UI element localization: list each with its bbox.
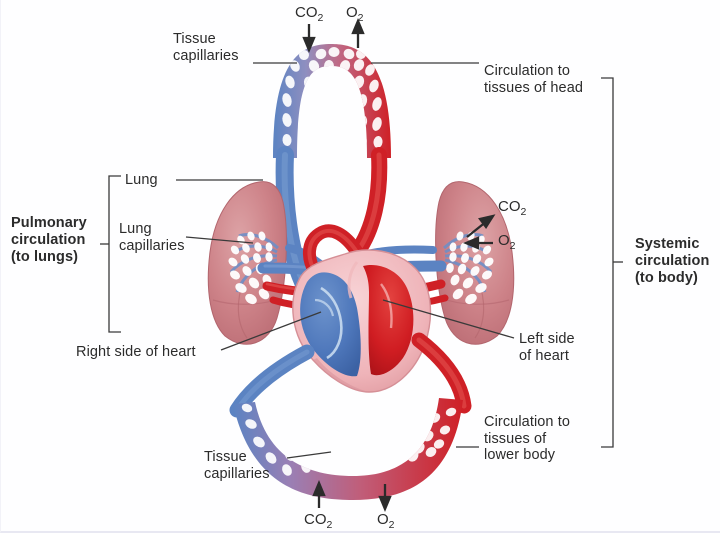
label-left-side-of-heart: Left side of heart [519, 331, 575, 364]
arrow-top-co2 [302, 24, 316, 53]
bracket-pulmonary [108, 175, 121, 333]
leader-right-side-heart [220, 311, 322, 351]
arrow-bottom-co2 [312, 480, 326, 508]
right-lung [435, 181, 515, 345]
label-top-co2: CO2 [295, 4, 324, 24]
label-systemic-circulation: Systemic circulation (to body) [635, 236, 710, 286]
aortic-arch [303, 224, 364, 279]
right-heart-chamber [300, 272, 361, 377]
label-circulation-lower-body: Circulation to tissues of lower body [484, 414, 571, 463]
bracket-systemic [601, 77, 614, 448]
arrow-top-o2 [351, 18, 365, 48]
left-heart-chamber [363, 264, 414, 376]
arrow-bottom-o2 [378, 484, 392, 512]
leader-left-side-heart [382, 299, 515, 339]
label-lung: Lung [125, 172, 158, 188]
leader-lung-capillaries [185, 236, 254, 244]
gas-exchange-arrows [302, 18, 496, 512]
label-tissue-capillaries-top: Tissue capillaries [173, 31, 239, 64]
left-lung [207, 181, 287, 345]
label-pulmonary-circulation: Pulmonary circulation (to lungs) [11, 215, 87, 265]
arrow-lung-o2 [463, 236, 493, 250]
label-bottom-o2: O2 [377, 511, 395, 531]
label-lung-capillaries: Lung capillaries [119, 221, 185, 254]
label-bottom-co2: CO2 [304, 511, 333, 531]
leader-tissue-capillaries-bottom [286, 451, 332, 459]
heart [292, 249, 432, 393]
label-circulation-head: Circulation to tissues of head [484, 63, 584, 96]
label-right-side-of-heart: Right side of heart [76, 344, 196, 360]
label-top-o2: O2 [346, 4, 364, 24]
label-tissue-capillaries-bottom: Tissue capillaries [204, 449, 270, 482]
label-lung-co2: CO2 [498, 198, 527, 218]
arrow-lung-co2 [466, 214, 496, 238]
label-lung-o2: O2 [498, 232, 516, 252]
